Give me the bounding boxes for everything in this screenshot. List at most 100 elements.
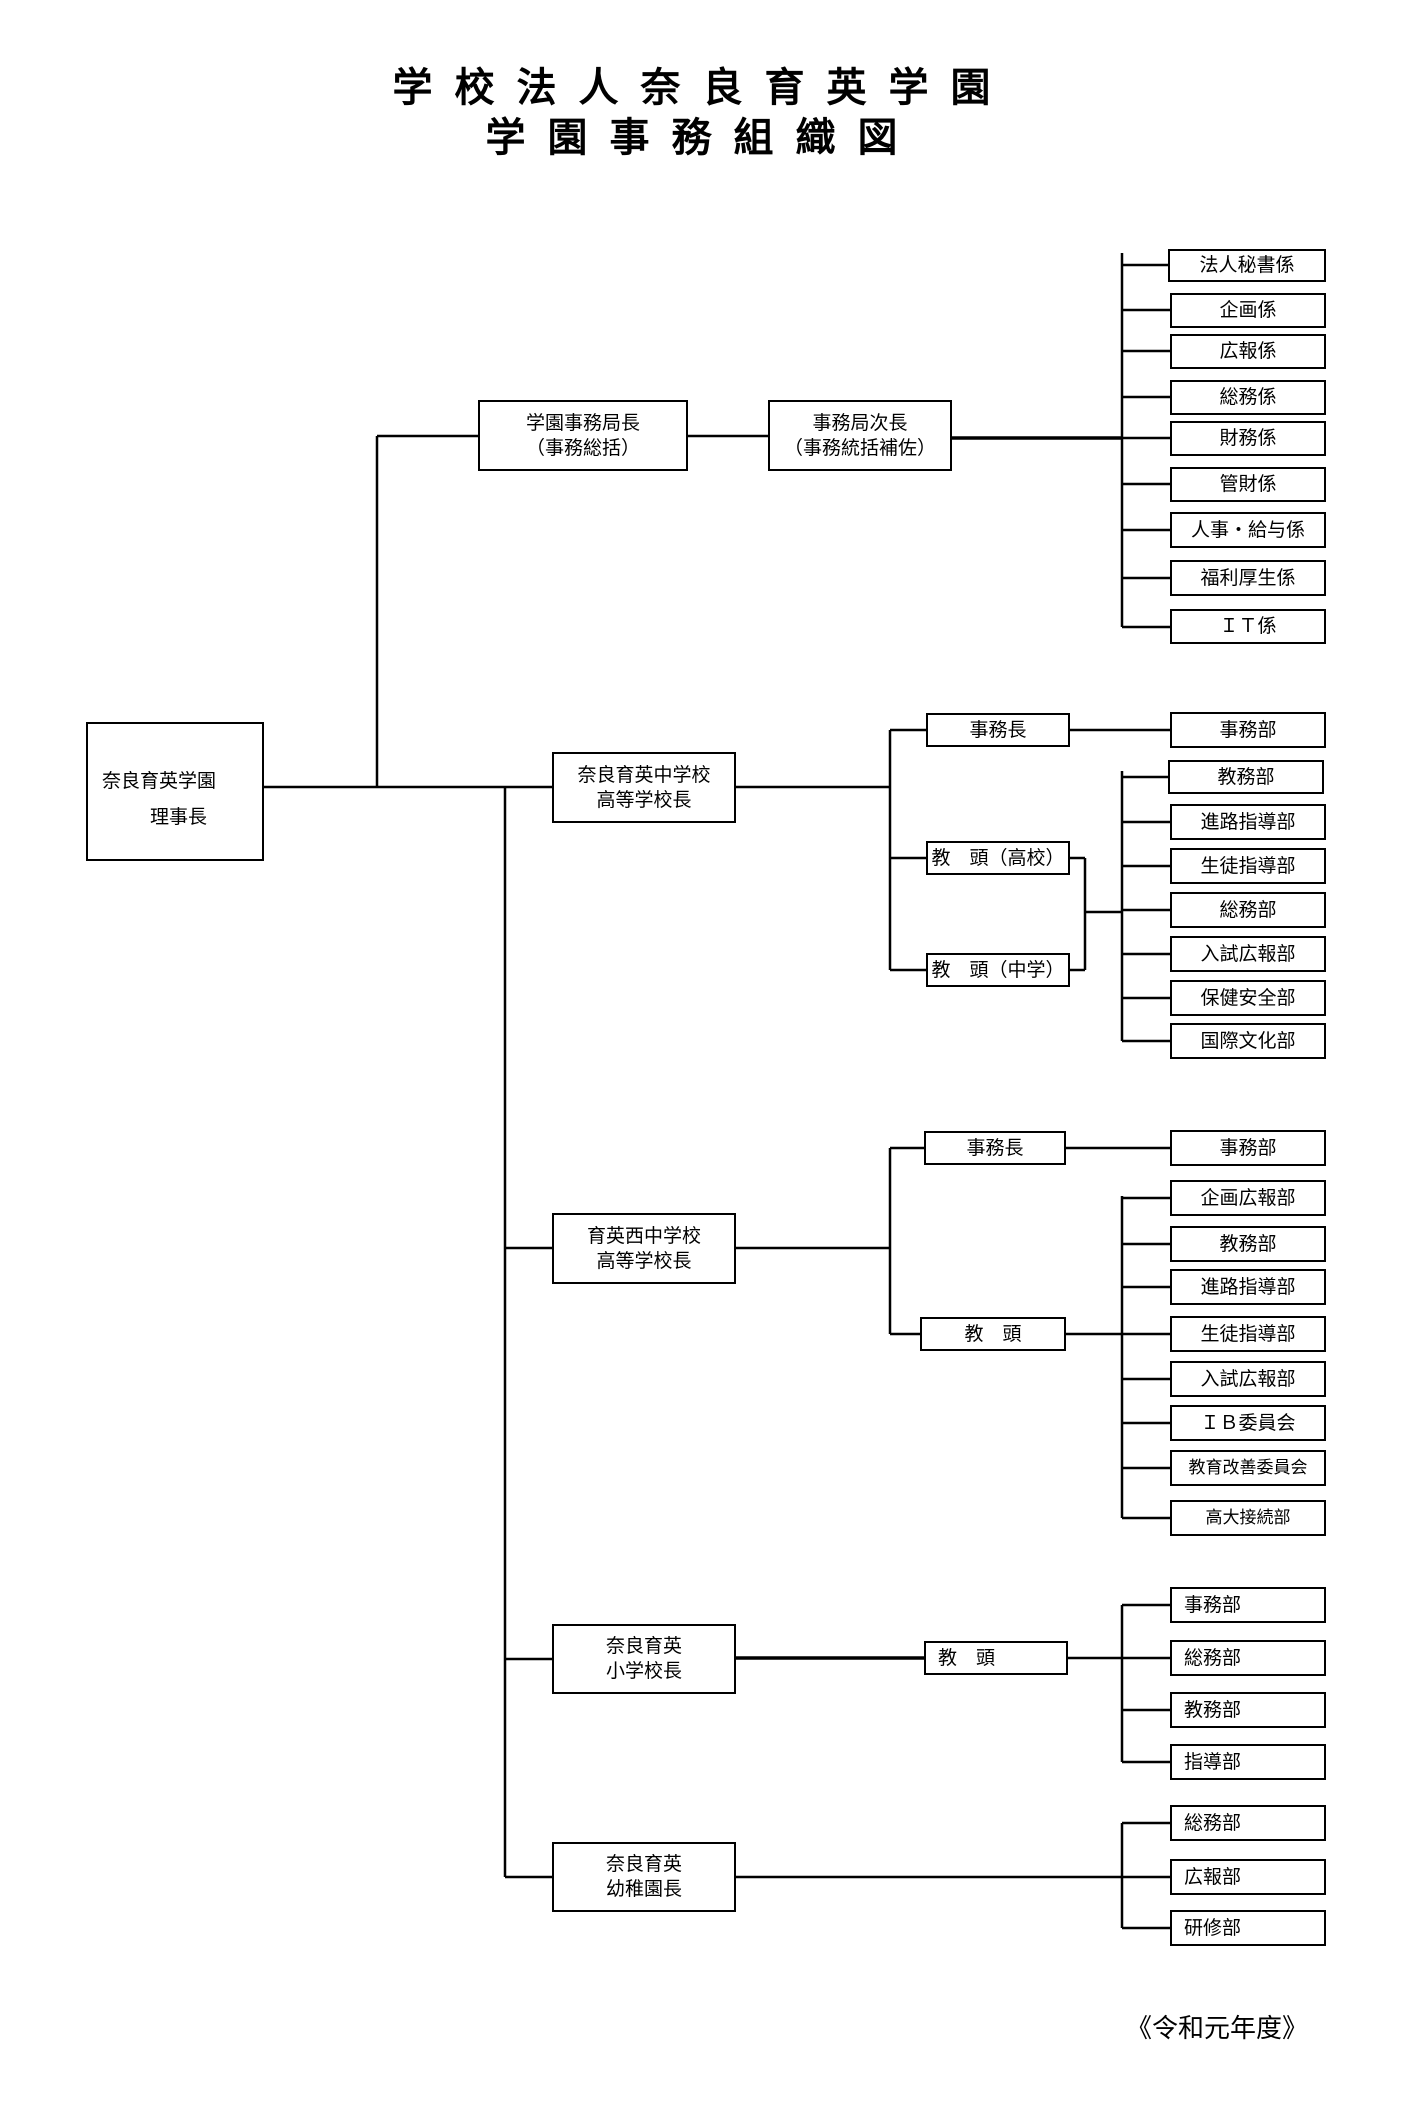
nara-ikuei-jhs-dept-label: 教務部 <box>1217 765 1275 788</box>
admin-section-box: 企画係 <box>1170 293 1326 328</box>
admin-office-director-role: （事務総括） <box>525 436 640 459</box>
ikuei-nishi-vp-box: 教 頭 <box>920 1317 1066 1351</box>
elementary-principal-title: 小学校長 <box>605 1660 682 1682</box>
nara-ikuei-jhs-dept-label: 保健安全部 <box>1200 986 1296 1009</box>
kindergarten-dept-label: 広報部 <box>1184 1865 1242 1888</box>
ikuei-nishi-dept-label: 入試広報部 <box>1200 1367 1296 1390</box>
nara-ikuei-jhs-dept-label: 入試広報部 <box>1200 942 1296 965</box>
chart-title-line-2: 学園事務組織図 <box>485 115 920 161</box>
elementary-vp-box: 教 頭 <box>924 1641 1068 1675</box>
ikuei-nishi-principal-box: 育英西中学校 高等学校長 <box>552 1213 736 1284</box>
elementary-vp-label: 教 頭 <box>938 1646 996 1669</box>
ikuei-nishi-office-dept-label: 事務部 <box>1219 1136 1277 1159</box>
admin-office-deputy-box: 事務局次長 （事務統括補佐） <box>768 400 952 471</box>
ikuei-nishi-dept-label: 進路指導部 <box>1200 1275 1296 1298</box>
nara-ikuei-jhs-dept-box: 生徒指導部 <box>1170 848 1326 884</box>
elementary-dept-label: 教務部 <box>1184 1698 1242 1721</box>
nara-ikuei-jhs-dept-box: 教務部 <box>1168 760 1324 794</box>
nara-ikuei-jhs-office-chief-label: 事務長 <box>969 718 1027 741</box>
nara-ikuei-jhs-office-chief-box: 事務長 <box>926 713 1070 747</box>
nara-ikuei-jhs-dept-box: 進路指導部 <box>1170 804 1326 840</box>
ikuei-nishi-dept-label: 教務部 <box>1219 1232 1277 1255</box>
elementary-dept-label: 事務部 <box>1184 1593 1242 1616</box>
elementary-dept-label: 総務部 <box>1184 1646 1242 1669</box>
kindergarten-dept-box: 研修部 <box>1170 1910 1326 1946</box>
kindergarten-dept-box: 総務部 <box>1170 1805 1326 1841</box>
chart-title-line-1: 学校法人奈良育英学園 <box>392 65 1013 111</box>
nara-ikuei-jhs-vp-middle-box: 教 頭（中学） <box>926 953 1070 987</box>
ikuei-nishi-school-name: 育英西中学校 <box>586 1224 701 1247</box>
nara-ikuei-jhs-dept-label: 進路指導部 <box>1200 810 1296 833</box>
nara-ikuei-jhs-vp-high-box: 教 頭（高校） <box>926 841 1070 875</box>
admin-office-director-title: 学園事務局長 <box>525 411 640 434</box>
nara-ikuei-jhs-principal-box: 奈良育英中学校 高等学校長 <box>552 752 736 823</box>
admin-section-label: ＩＴ係 <box>1219 615 1277 638</box>
ikuei-nishi-office-chief-box: 事務長 <box>924 1131 1066 1165</box>
ikuei-nishi-office-chief-label: 事務長 <box>966 1136 1024 1159</box>
chairman-org-label: 奈良育英学園 <box>102 770 217 792</box>
elementary-dept-box: 総務部 <box>1170 1640 1326 1676</box>
admin-section-box: 財務係 <box>1170 421 1326 456</box>
ikuei-nishi-dept-box: 教育改善委員会 <box>1170 1450 1326 1486</box>
ikuei-nishi-dept-box: 高大接続部 <box>1170 1500 1326 1536</box>
ikuei-nishi-principal-title: 高等学校長 <box>596 1249 692 1272</box>
admin-office-deputy-title: 事務局次長 <box>812 411 908 434</box>
admin-section-box: 法人秘書係 <box>1168 249 1326 282</box>
admin-section-box: ＩＴ係 <box>1170 609 1326 644</box>
elementary-school-name: 奈良育英 <box>605 1635 682 1658</box>
nara-ikuei-jhs-dept-box: 総務部 <box>1170 892 1326 928</box>
ikuei-nishi-dept-box: 進路指導部 <box>1170 1269 1326 1305</box>
admin-section-label: 広報係 <box>1219 340 1277 363</box>
kindergarten-name: 奈良育英 <box>605 1853 682 1876</box>
admin-section-label: 財務係 <box>1219 427 1277 450</box>
ikuei-nishi-dept-box: 企画広報部 <box>1170 1180 1326 1216</box>
nara-ikuei-jhs-dept-label: 生徒指導部 <box>1200 854 1296 877</box>
nara-ikuei-jhs-dept-label: 総務部 <box>1219 898 1277 921</box>
ikuei-nishi-dept-label: 企画広報部 <box>1200 1186 1296 1209</box>
nara-ikuei-jhs-office-dept-label: 事務部 <box>1219 718 1277 741</box>
admin-section-box: 広報係 <box>1170 334 1326 369</box>
nara-ikuei-jhs-school-name: 奈良育英中学校 <box>577 763 711 786</box>
admin-section-box: 福利厚生係 <box>1170 560 1326 596</box>
admin-section-box: 総務係 <box>1170 380 1326 415</box>
kindergarten-dept-label: 研修部 <box>1184 1916 1242 1939</box>
nara-ikuei-jhs-dept-label: 国際文化部 <box>1200 1029 1296 1052</box>
ikuei-nishi-dept-label: ＩＢ委員会 <box>1200 1411 1296 1434</box>
nara-ikuei-jhs-dept-box: 保健安全部 <box>1170 980 1326 1016</box>
admin-office-director-box: 学園事務局長 （事務総括） <box>478 400 688 471</box>
admin-section-label: 福利厚生係 <box>1200 566 1296 589</box>
kindergarten-dept-box: 広報部 <box>1170 1859 1326 1895</box>
fiscal-year-label: 《令和元年度》 <box>1126 2014 1309 2044</box>
nara-ikuei-jhs-dept-box: 入試広報部 <box>1170 936 1326 972</box>
admin-section-label: 企画係 <box>1219 299 1277 322</box>
nara-ikuei-jhs-vp-middle-label: 教 頭（中学） <box>931 958 1065 981</box>
ikuei-nishi-dept-box: 入試広報部 <box>1170 1361 1326 1397</box>
elementary-principal-box: 奈良育英 小学校長 <box>552 1624 736 1694</box>
admin-section-label: 法人秘書係 <box>1199 254 1295 277</box>
admin-section-box: 管財係 <box>1170 467 1326 502</box>
chairman-box: 奈良育英学園 理事長 <box>86 722 264 861</box>
elementary-dept-box: 指導部 <box>1170 1744 1326 1780</box>
nara-ikuei-jhs-principal-title: 高等学校長 <box>596 788 692 811</box>
ikuei-nishi-dept-box: ＩＢ委員会 <box>1170 1405 1326 1441</box>
ikuei-nishi-dept-box: 生徒指導部 <box>1170 1316 1326 1352</box>
ikuei-nishi-dept-label: 教育改善委員会 <box>1188 1457 1308 1478</box>
admin-section-label: 人事・給与係 <box>1190 518 1305 541</box>
elementary-dept-box: 事務部 <box>1170 1587 1326 1623</box>
ikuei-nishi-dept-label: 生徒指導部 <box>1200 1322 1296 1345</box>
kindergarten-dept-label: 総務部 <box>1184 1811 1242 1834</box>
ikuei-nishi-office-dept-box: 事務部 <box>1170 1130 1326 1166</box>
admin-section-label: 管財係 <box>1219 473 1277 496</box>
nara-ikuei-jhs-vp-high-label: 教 頭（高校） <box>931 846 1065 869</box>
ikuei-nishi-vp-label: 教 頭 <box>964 1322 1022 1345</box>
elementary-dept-box: 教務部 <box>1170 1692 1326 1728</box>
admin-office-deputy-role: （事務統括補佐） <box>783 436 936 459</box>
ikuei-nishi-dept-label: 高大接続部 <box>1205 1507 1291 1528</box>
elementary-dept-label: 指導部 <box>1184 1750 1242 1773</box>
nara-ikuei-jhs-office-dept-box: 事務部 <box>1170 712 1326 748</box>
ikuei-nishi-dept-box: 教務部 <box>1170 1226 1326 1262</box>
admin-section-box: 人事・給与係 <box>1170 512 1326 548</box>
kindergarten-principal-title: 幼稚園長 <box>605 1878 682 1900</box>
kindergarten-principal-box: 奈良育英 幼稚園長 <box>552 1842 736 1912</box>
